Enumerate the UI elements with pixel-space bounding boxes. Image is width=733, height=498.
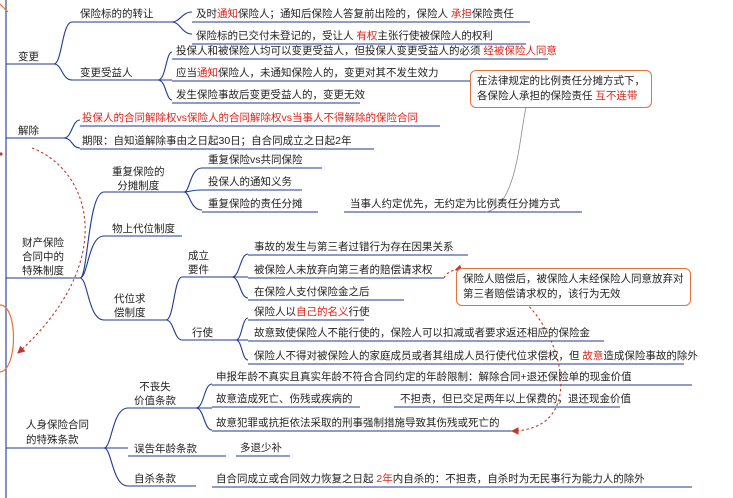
branch-bsj [195, 383, 213, 431]
leaf-cl1: 事故的发生与第三者过错行为存在因果关系 [254, 241, 454, 253]
leaf-bd2-c: 主张行使被保险人的权利 [377, 30, 493, 42]
leaf-bg1-a: 投保人和被保险人均可以变更受益人，但投保人变更受益人的必须 [176, 45, 484, 57]
branch-bdwzr [171, 11, 193, 35]
note2-line1: 保险人赔偿后，被保险人未经保险人同意放弃对 [463, 273, 684, 285]
left-bracket-top [0, 3, 9, 13]
leaf-bs2b: 不担责，但已交足两年以上保费的，退还现金价值 [400, 393, 631, 405]
note-box-proportional: 在法律规定的比例责任分摊方式下， 各保险人承担的保险责任 互不连带 [470, 70, 652, 108]
node-wbnl: 误告年龄条款 [134, 443, 197, 455]
leaf-cf3b: 当事人约定优先，无约定为比例责任分摊方式 [350, 198, 560, 210]
note1-line1: 在法律规定的比例责任分摊方式下， [477, 75, 645, 87]
leaf-bd1-c: 保险人；通知后保险人答复前出险的，保险人 [238, 8, 451, 20]
leaf-bd2: 保险标的已交付未登记的，受让人 有权主张行使被保险人的权利 [196, 30, 493, 43]
node-caichan-line1: 财产保险 [22, 237, 64, 249]
leaf-bg2-a: 应当 [176, 67, 197, 79]
leaf-bg2: 应当通知保险人，未通知保险人的，变更对其不发生效力 [176, 67, 439, 80]
branch-bgsyr [157, 51, 173, 101]
leaf-cf3: 重复保险的责任分摊 [208, 198, 303, 210]
leaf-xs1-b: 自己的名义 [296, 306, 349, 318]
node-cfbx-line1: 重复保险的 [112, 166, 165, 178]
branch-jiechu [63, 119, 81, 149]
branch-renshen [103, 407, 129, 487]
connector-cf3b-note1 [485, 99, 529, 213]
leaf-cf1: 重复保险vs共同保险 [208, 154, 303, 166]
leaf-bs1: 申报年龄不真实且真实年龄不符合合同约定的年龄限制：解除合同+退还保险单的现金价值 [216, 371, 632, 383]
leaf-wb1: 多退少补 [240, 442, 282, 454]
node-zsk: 自杀条款 [134, 473, 176, 485]
node-biangeng: 变更 [18, 51, 39, 63]
node-bsj-line1: 不丧失 [139, 381, 171, 393]
leaf-cl2: 被保险人未放弃向第三者的赔偿请求权 [254, 264, 433, 276]
branch-dwq [165, 276, 183, 341]
leaf-xs2: 故意致使保险人不能行使的，保险人可以扣减或者要求返还相应的保险金 [254, 327, 590, 339]
node-bgsyr: 变更受益人 [80, 67, 133, 79]
note-box-waiver: 保险人赔偿后，被保险人未经保险人同意放弃对 第三者赔偿请求权的，该行为无效 [456, 268, 691, 306]
leaf-jc1: 投保人的合同解除权vs保险人的合同解除权vs当事人不得解除的保险合同 [82, 112, 418, 124]
leaf-xs1-c: 行使 [348, 306, 370, 318]
leaf-bd2-b: 有权 [356, 30, 378, 42]
leaf-jc2: 期限：自知道解除事由之日起30日；自合同成立之日起2年 [82, 135, 352, 147]
leaf-cl3: 在保险人支付保险金之后 [254, 286, 370, 298]
node-bdwzr: 保险标的的转让 [80, 8, 154, 20]
leaf-bs3: 故意犯罪或抗拒依法采取的刑事强制措施导致其伤残或死亡的 [216, 417, 500, 429]
node-renshen-line2: 的特殊条款 [26, 434, 79, 446]
leaf-bd1: 及时通知保险人；通知后保险人答复前出险的，保险人 承担保险责任 [196, 8, 514, 21]
leaf-bg2-b: 通知 [197, 67, 218, 79]
node-caichan: 财产保险 合同中的 特殊制度 [22, 236, 64, 278]
branch-xingshi [235, 317, 249, 361]
leaf-bs2a: 故意造成死亡、伤残或疾病的 [216, 393, 353, 405]
node-cl: 成立 要件 [188, 249, 209, 277]
node-cfbx-line2: 分摊制度 [117, 180, 160, 192]
node-renshen: 人身保险合同 的特殊条款 [26, 418, 89, 448]
leaf-bd2-a: 保险标的已交付未登记的，受让人 [196, 30, 357, 42]
leaf-bd1-e: 保险责任 [471, 8, 514, 20]
node-caichan-line3: 特殊制度 [22, 265, 64, 277]
node-renshen-line1: 人身保险合同 [26, 419, 89, 431]
left-bracket-fragment [0, 304, 14, 373]
leaf-xs1: 保险人以自己的名义行使 [254, 306, 370, 319]
leaf-zs1-b: 2年 [376, 473, 393, 485]
node-dwq-line1: 代位求 [114, 293, 146, 305]
node-dwq: 代位求 偿制度 [114, 292, 146, 320]
node-caichan-line2: 合同中的 [22, 251, 64, 263]
node-cfbx: 重复保险的 分摊制度 [112, 165, 165, 193]
arrow-note2-bs3 [510, 299, 562, 435]
leaf-xs3: 保险人不得对被保险人的家庭成员或者其组成人员行使代位求偿权，但 故意造成保险事故… [254, 350, 698, 363]
node-jiechu: 解除 [18, 125, 39, 137]
leaf-bg2-c: 保险人，未通知保险人的，变更对其不发生效力 [218, 67, 439, 79]
node-dwq-line2: 偿制度 [114, 307, 146, 319]
branch-biangeng [53, 21, 73, 81]
leaf-zs1-a: 自合同成立或合同效力恢复之日起 [216, 473, 377, 485]
node-wsdw: 物上代位制度 [112, 223, 175, 235]
leaf-zs1-c: 内自杀的：不担责，自杀时为无民事行为能力人的除外 [392, 473, 645, 485]
note1-line2-a: 各保险人承担的保险责任 [477, 90, 596, 102]
arrow-cl2-note2 [443, 264, 463, 279]
note1-line2: 各保险人承担的保险责任 互不连带 [477, 89, 645, 104]
node-cl-line1: 成立 [188, 250, 209, 262]
branch-caichan [79, 191, 105, 321]
node-bsj: 不丧失 价值条款 [134, 380, 176, 408]
leaf-xs1-a: 保险人以 [254, 306, 296, 318]
leaf-zs1: 自合同成立或合同效力恢复之日起 2年内自杀的：不担责，自杀时为无民事行为能力人的… [216, 473, 645, 486]
branch-cfbx [183, 167, 203, 211]
leaf-bg1: 投保人和被保险人均可以变更受益人，但投保人变更受益人的必须 经被保险人同意 [176, 45, 557, 58]
node-bsj-line2: 价值条款 [134, 395, 176, 407]
leaf-xs3-c: 造成保险事故的除外 [603, 350, 698, 362]
leaf-bd1-b: 通知 [217, 8, 238, 20]
branch-cl [231, 253, 249, 299]
leaf-xs3-a: 保险人不得对被保险人的家庭成员或者其组成人员行使代位求偿权，但 [254, 350, 583, 362]
note2-line2: 第三者赔偿请求权的，该行为无效 [463, 288, 621, 300]
note-dot [0, 152, 3, 156]
leaf-xs3-b: 故意 [582, 350, 604, 362]
leaf-bd1-d: 承担 [450, 8, 472, 20]
leaf-bd1-a: 及时 [196, 8, 217, 20]
note1-line2-b: 互不连带 [595, 90, 638, 102]
leaf-bg3: 发生保险事故后变更受益人的，变更无效 [176, 89, 365, 101]
leaf-cf2: 投保人的通知义务 [208, 176, 292, 188]
node-xingshi: 行使 [192, 327, 213, 339]
node-cl-line2: 要件 [188, 264, 209, 276]
leaf-bg1-b: 经被保险人同意 [483, 45, 557, 57]
